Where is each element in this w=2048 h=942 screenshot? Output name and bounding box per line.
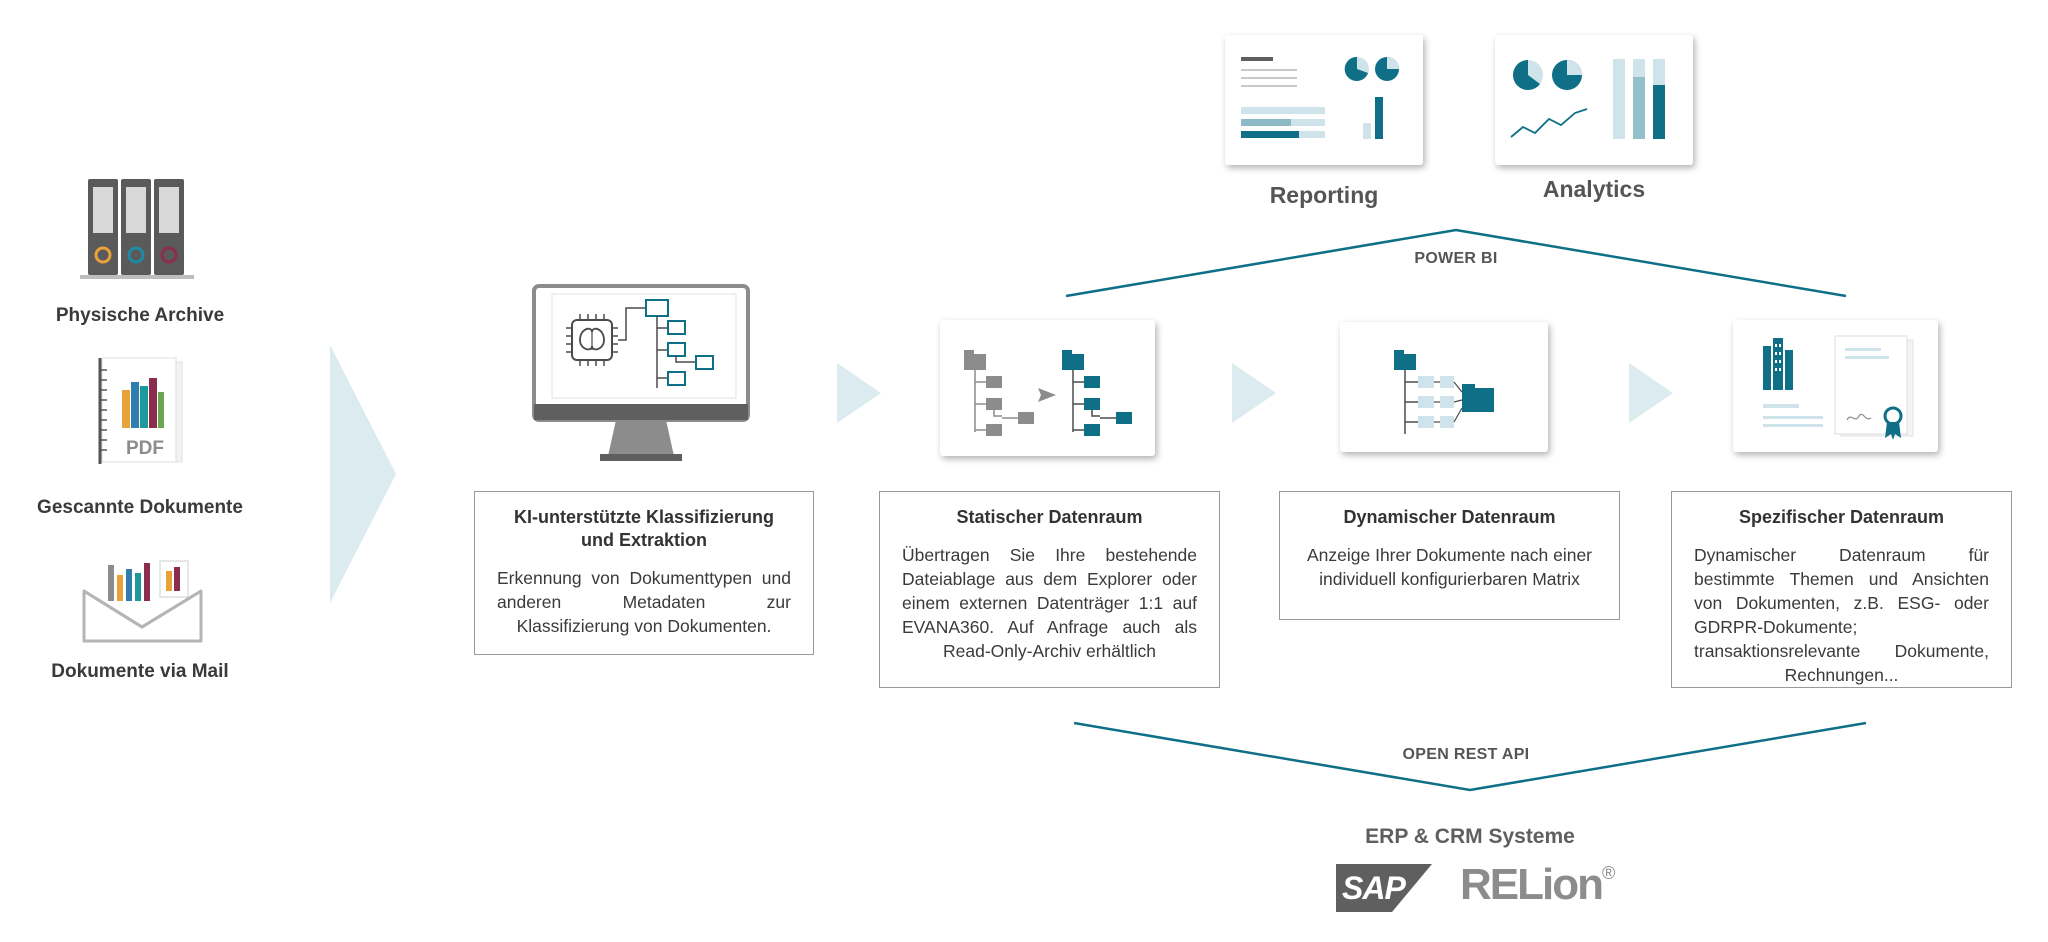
erp-crm-label: ERP & CRM Systeme	[1365, 825, 1575, 848]
folder-matrix-icon	[1394, 350, 1494, 434]
folder-copy-icon	[964, 350, 1132, 436]
dynamic-room-card	[1340, 322, 1548, 452]
pdf-document-icon	[98, 357, 183, 464]
flow-arrow	[1629, 363, 1673, 423]
relion-registered-mark: ®	[1601, 863, 1616, 883]
report-dashboard-icon	[1241, 56, 1399, 139]
flow-arrow-large	[330, 345, 396, 603]
source-physical-archive	[70, 175, 210, 285]
specific-room-card	[1733, 320, 1938, 452]
flow-arrow	[837, 363, 881, 423]
source-label: Dokumente via Mail	[51, 661, 229, 682]
reporting-label: Reporting	[1269, 182, 1379, 208]
sap-logo-text: SAP	[1342, 870, 1406, 906]
ai-monitor-illustration	[530, 280, 752, 465]
source-label: Gescannte Dokumente	[37, 497, 243, 518]
analytics-card	[1495, 35, 1693, 165]
flow-arrow	[1232, 363, 1276, 423]
room-title: Spezifischer Datenraum	[1738, 507, 1945, 527]
reporting-card	[1225, 35, 1423, 165]
analytics-dashboard-icon	[1510, 59, 1665, 139]
power-bi-label: POWER BI	[1414, 250, 1498, 267]
binders-icon	[80, 179, 194, 279]
source-label: Physische Archive	[55, 305, 225, 326]
ai-box-text: Erkennung von Dokumenttypen und anderen …	[497, 568, 791, 636]
mail-envelope-icon	[82, 560, 203, 643]
source-scanned-documents: PDF	[90, 356, 200, 471]
specific-room-box: Spezifischer Datenraum Dynamischer Daten…	[1671, 491, 2012, 688]
open-rest-api-label: OPEN REST API	[1402, 746, 1530, 763]
pdf-badge: PDF	[126, 438, 164, 459]
room-title: Statischer Datenraum	[956, 507, 1143, 527]
ai-classification-box: KI-unterstützte Klassifizierung und Extr…	[474, 491, 814, 655]
room-text: Übertragen Sie Ihre bestehende Dateiabla…	[902, 545, 1197, 661]
dynamic-room-box: Dynamischer Datenraum Anzeige Ihrer Doku…	[1279, 491, 1620, 620]
room-text: Anzeige Ihrer Dokumente nach einer indiv…	[1306, 545, 1593, 589]
documents-certificate-icon	[1763, 335, 1914, 440]
relion-logo-text: RELion	[1460, 860, 1604, 909]
ai-box-title: KI-unterstützte Klassifizierung und Extr…	[513, 507, 775, 550]
sap-logo: SAP	[1336, 864, 1432, 912]
static-room-box: Statischer Datenraum Übertragen Sie Ihre…	[879, 491, 1220, 688]
relion-logo: RELion®	[1460, 860, 1615, 914]
room-text: Dynamischer Datenraum für bestimmte Them…	[1694, 545, 1989, 685]
source-mail	[80, 555, 205, 650]
power-bi-connector	[1065, 228, 1847, 298]
room-title: Dynamischer Datenraum	[1343, 507, 1556, 527]
analytics-label: Analytics	[1542, 176, 1646, 202]
monitor-brain-icon	[532, 284, 750, 461]
api-connector	[1073, 721, 1867, 792]
static-room-card	[940, 320, 1155, 456]
